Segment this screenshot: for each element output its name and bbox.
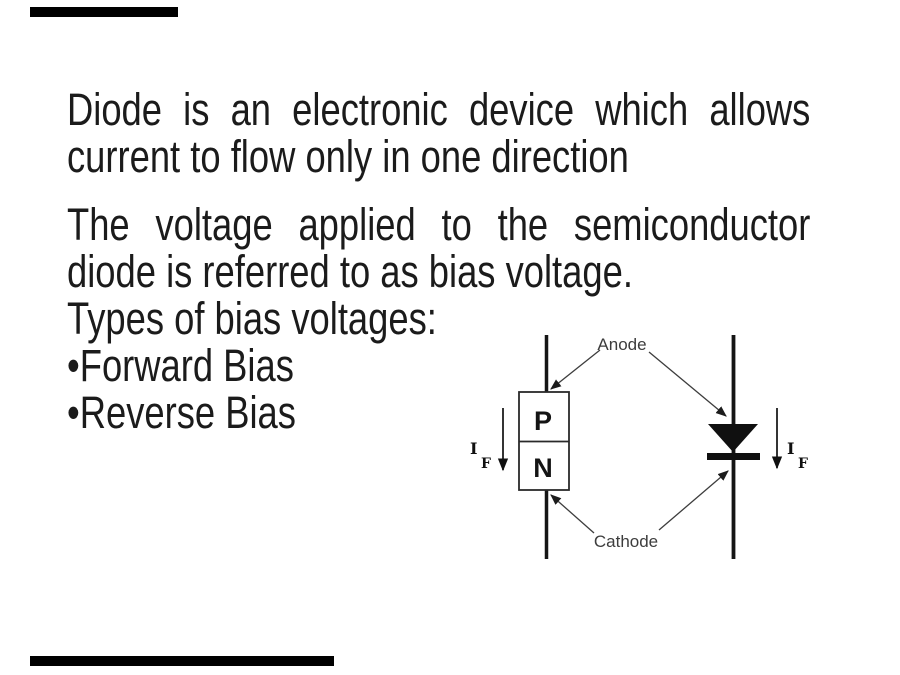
- bullet-reverse-bias: •Reverse Bias: [67, 387, 296, 438]
- redacted-footer-bar: [30, 656, 334, 666]
- bullet-forward-bias: •Forward Bias: [67, 340, 294, 391]
- diode-diagram: P N I F Anode Cathode I F: [470, 335, 808, 559]
- forward-current-label-left: I: [470, 439, 477, 458]
- diode-symbol-triangle: [708, 424, 758, 452]
- intro-paragraph: Diode is an electronic device which allo…: [67, 84, 811, 182]
- cathode-pointer-left: [550, 494, 595, 534]
- bias-paragraph: The voltage applied to the semiconductor…: [67, 199, 811, 297]
- p-region-label: P: [534, 406, 552, 436]
- redacted-header-bar: [30, 7, 178, 17]
- anode-pointer-right: [648, 351, 727, 417]
- cathode-label: Cathode: [594, 532, 658, 551]
- forward-current-subscript-left: F: [481, 456, 491, 472]
- forward-current-label-right: I: [787, 439, 794, 458]
- cathode-pointer-right: [658, 470, 729, 531]
- n-region-label: N: [533, 453, 553, 483]
- slide-text-block: Diode is an electronic device which allo…: [67, 86, 810, 436]
- anode-label: Anode: [597, 335, 646, 354]
- anode-pointer-left: [550, 349, 601, 390]
- forward-current-subscript-right: F: [798, 456, 808, 472]
- diode-symbol-cathode-bar: [707, 453, 760, 460]
- types-heading: Types of bias voltages:: [67, 293, 437, 344]
